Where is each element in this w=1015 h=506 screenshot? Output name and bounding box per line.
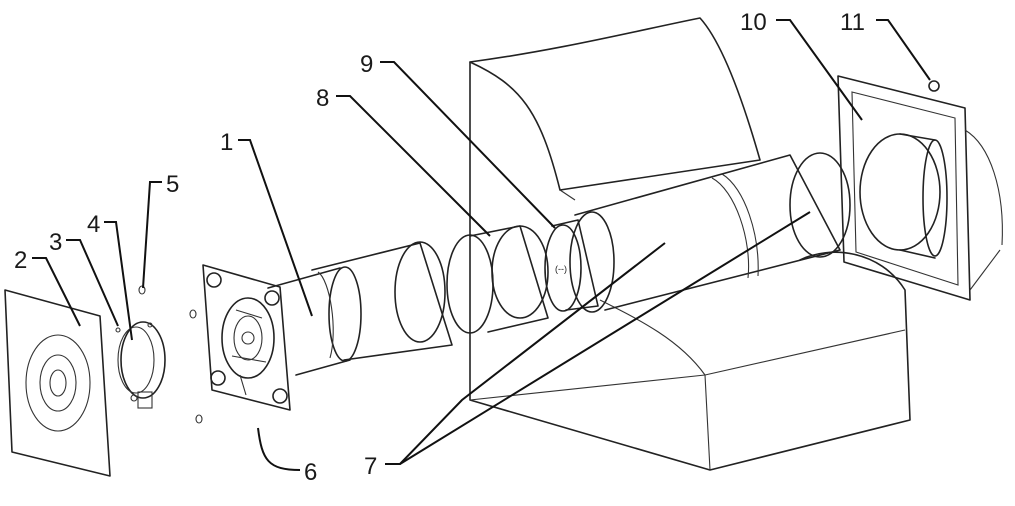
honeycomb-filter [446,225,549,334]
leader-2 [32,257,81,327]
callout-6: 6 [304,459,317,486]
fan-housing-tube [267,266,362,376]
leader-11 [876,19,931,81]
callout-labels: 1 2 3 4 5 6 7 8 9 10 11 [14,9,865,486]
mounting-screw [928,80,940,92]
callout-5: 5 [166,171,179,198]
fan-unit-plate [202,264,291,411]
leader-9 [380,61,556,229]
leader-3 [66,239,119,327]
callout-9: 9 [360,51,373,78]
leader-10 [776,19,863,121]
leader-lines [32,19,931,471]
pipe-segment-front [311,241,453,361]
callout-1: 1 [220,129,233,156]
pipe-segment-wall [569,152,851,313]
outer-grille-plate [837,75,1003,301]
front-cover-plate [4,289,111,477]
leader-8 [336,95,491,237]
heat-exchanger-core: (--) [544,219,599,312]
fasteners [138,285,203,424]
leader-4 [104,221,133,341]
callout-10: 10 [740,9,767,36]
callout-4: 4 [87,211,100,238]
callout-11: 11 [840,9,865,36]
shutter-cap [115,321,166,409]
leader-7a [385,242,666,465]
callout-2: 2 [14,247,27,274]
leader-7b [399,211,811,465]
leader-5 [142,181,162,289]
leader-1 [238,139,313,317]
leader-6 [257,427,301,471]
callout-8: 8 [316,85,329,112]
callout-3: 3 [49,229,62,256]
core-mark: (--) [555,264,567,274]
callout-7: 7 [364,453,377,480]
